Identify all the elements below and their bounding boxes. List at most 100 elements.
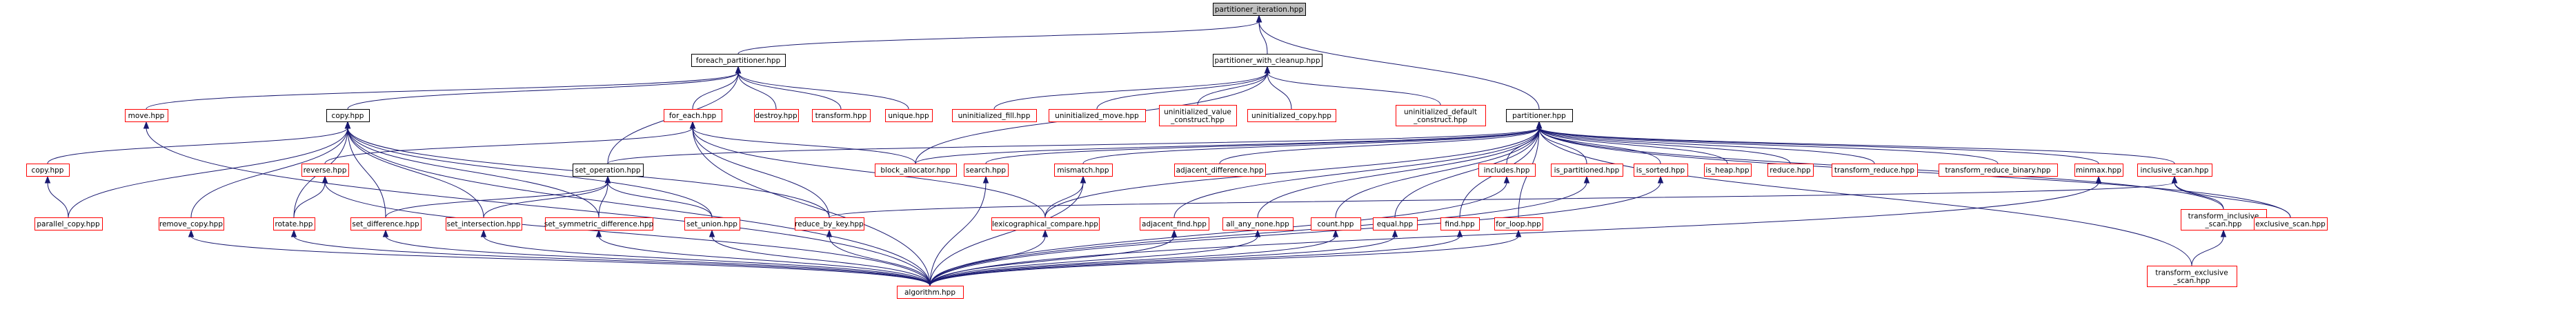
node-transform-inclusive-scan[interactable]: transform_inclusive_scan.hpp	[2181, 209, 2267, 230]
node-transform-reduce-binary[interactable]: transform_reduce_binary.hpp	[1939, 164, 2058, 177]
edge-set_intersection-algorithm	[480, 229, 931, 286]
node-box	[1049, 109, 1146, 122]
edge-set_operation-set_difference	[385, 175, 611, 218]
node-reduce-by-key[interactable]: reduce_by_key.hpp	[795, 217, 864, 230]
node-for-loop[interactable]: for_loop.hpp	[1494, 217, 1543, 230]
node-box	[1767, 164, 1814, 177]
node-transform-reduce[interactable]: transform_reduce.hpp	[1832, 164, 1918, 177]
node-label: uninitialized_move.hpp	[1055, 112, 1139, 120]
edge-find-algorithm	[929, 229, 1463, 286]
node-remove-copy[interactable]: remove_copy.hpp	[159, 217, 224, 230]
node-foreach-partitioner[interactable]: foreach_partitioner.hpp	[691, 54, 786, 67]
node-box	[1140, 217, 1209, 230]
node-unique[interactable]: unique.hpp	[885, 109, 933, 122]
node-label: all_any_none.hpp	[1226, 220, 1289, 228]
node-block-allocator[interactable]: block_allocator.hpp	[875, 164, 957, 177]
node-label: set_difference.hpp	[352, 220, 419, 228]
node-box	[754, 109, 799, 122]
node-box	[1213, 54, 1322, 67]
node-is-partitioned[interactable]: is_partitioned.hpp	[1551, 164, 1623, 177]
node-algorithm[interactable]: algorithm.hpp	[897, 286, 964, 299]
node-count[interactable]: count.hpp	[1311, 217, 1361, 230]
edge-partitioner-transform_exclusive_scan	[1536, 121, 2192, 266]
node-box	[326, 109, 370, 122]
node-box	[1054, 164, 1113, 177]
edge-reduce_by_key-algorithm	[826, 229, 931, 286]
node-equal[interactable]: equal.hpp	[1373, 217, 1418, 230]
node-set-operation[interactable]: set_operation.hpp	[573, 164, 644, 177]
node-box	[1494, 217, 1543, 230]
node-label: exclusive_scan.hpp	[2255, 220, 2326, 228]
node-box	[991, 217, 1100, 230]
node-label: set_operation.hpp	[575, 166, 640, 175]
node-label: transform_inclusive	[2188, 212, 2259, 220]
node-copy2[interactable]: copy.hpp	[26, 164, 70, 177]
node-is-heap[interactable]: is_heap.hpp	[1704, 164, 1752, 177]
node-label: set_intersection.hpp	[447, 220, 521, 228]
node-search[interactable]: search.hpp	[964, 164, 1009, 177]
node-set-union[interactable]: set_union.hpp	[684, 217, 740, 230]
edge-partitioner-includes	[1506, 121, 1543, 164]
node-find[interactable]: find.hpp	[1440, 217, 1480, 230]
node-uninit-move[interactable]: uninitialized_move.hpp	[1049, 109, 1146, 122]
node-inclusive-scan[interactable]: inclusive_scan.hpp	[2137, 164, 2212, 177]
node-minmax[interactable]: minmax.hpp	[2074, 164, 2123, 177]
node-adjacent-find[interactable]: adjacent_find.hpp	[1140, 217, 1209, 230]
node-transform-exclusive-scan[interactable]: transform_exclusive_scan.hpp	[2147, 266, 2237, 287]
edge-layer	[44, 14, 2291, 286]
edge-copy_main-set_intersection	[344, 121, 484, 218]
node-uninit-fill[interactable]: uninitialized_fill.hpp	[952, 109, 1037, 122]
node-lexicographical-compare[interactable]: lexicographical_compare.hpp	[991, 217, 1100, 230]
node-box	[2254, 217, 2328, 230]
node-root[interactable]: partitioner_iteration.hpp	[1213, 3, 1306, 16]
node-partitioner[interactable]: partitioner.hpp	[1506, 109, 1573, 122]
edge-partitioner_with_cleanup-uninit_value	[1197, 66, 1271, 106]
node-box	[952, 109, 1037, 122]
edge-count-algorithm	[929, 229, 1339, 286]
node-uninit-value[interactable]: uninitialized_value_construct.hpp	[1159, 105, 1237, 126]
node-reverse[interactable]: reverse.hpp	[301, 164, 349, 177]
node-partitioner-with-cleanup[interactable]: partitioner_with_cleanup.hpp	[1213, 54, 1322, 67]
edge-set_union-algorithm	[709, 229, 931, 286]
node-includes[interactable]: includes.hpp	[1478, 164, 1536, 177]
node-uninit-default[interactable]: uninitialized_default_construct.hpp	[1396, 105, 1486, 126]
node-rotate[interactable]: rotate.hpp	[273, 217, 315, 230]
edge-root-partitioner	[1256, 14, 1540, 110]
node-label: partitioner_with_cleanup.hpp	[1215, 57, 1320, 65]
edge-search-algorithm	[929, 175, 989, 286]
node-exclusive-scan[interactable]: exclusive_scan.hpp	[2254, 217, 2328, 230]
edge-equal-algorithm	[929, 229, 1398, 286]
edge-copy_main-algorithm	[344, 121, 931, 286]
edge-is_partitioned-algorithm	[929, 175, 1590, 286]
node-mismatch[interactable]: mismatch.hpp	[1054, 164, 1113, 177]
node-transform[interactable]: transform.hpp	[812, 109, 871, 122]
node-box	[812, 109, 871, 122]
edge-partitioner_with_cleanup-uninit_fill	[993, 66, 1271, 110]
node-all-any-none[interactable]: all_any_none.hpp	[1222, 217, 1294, 230]
edge-includes-algorithm	[929, 175, 1510, 286]
node-copy-main[interactable]: copy.hpp	[326, 109, 370, 122]
node-box	[1373, 217, 1418, 230]
node-destroy[interactable]: destroy.hpp	[754, 109, 799, 122]
node-reduce[interactable]: reduce.hpp	[1767, 164, 1814, 177]
node-for-each[interactable]: for_each.hpp	[664, 109, 722, 122]
node-label: _construct.hpp	[1170, 116, 1225, 124]
node-label: is_sorted.hpp	[1636, 166, 1685, 175]
node-box	[1704, 164, 1752, 177]
node-set-symmetric-difference[interactable]: set_symmetric_difference.hpp	[544, 217, 654, 230]
node-uninit-copy[interactable]: uninitialized_copy.hpp	[1247, 109, 1336, 122]
node-set-intersection[interactable]: set_intersection.hpp	[446, 217, 522, 230]
node-set-difference[interactable]: set_difference.hpp	[350, 217, 422, 230]
node-adjacent-difference[interactable]: adjacent_difference.hpp	[1174, 164, 1266, 177]
node-move[interactable]: move.hpp	[125, 109, 168, 122]
node-parallel-copy[interactable]: parallel_copy.hpp	[34, 217, 103, 230]
node-box	[125, 109, 168, 122]
node-box	[159, 217, 224, 230]
edge-partitioner-set_operation	[607, 121, 1543, 164]
node-box	[691, 54, 786, 67]
node-label: uninitialized_value	[1164, 108, 1231, 116]
node-label: set_symmetric_difference.hpp	[544, 220, 654, 228]
node-box	[446, 217, 522, 230]
node-is-sorted[interactable]: is_sorted.hpp	[1634, 164, 1688, 177]
edge-partitioner-search	[985, 121, 1543, 164]
